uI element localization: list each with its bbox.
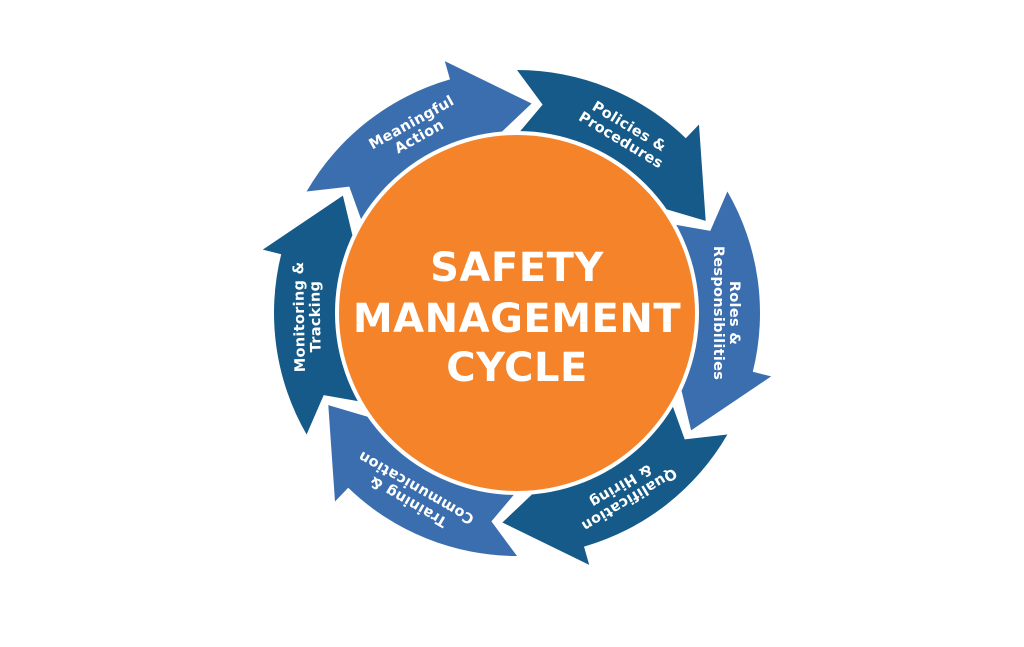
cycle-arrow-5 bbox=[328, 405, 517, 556]
cycle-label-line: Monitoring & bbox=[291, 261, 309, 372]
cycle-arrow-2 bbox=[517, 70, 706, 221]
cycle-arrow-3 bbox=[671, 191, 772, 431]
center-title-line-3: CYCLE bbox=[446, 345, 588, 391]
cycle-arrow-6 bbox=[262, 195, 363, 435]
cycle-label-line: Tracking bbox=[307, 281, 324, 353]
cycle-label-line: Responsibilities bbox=[710, 246, 726, 380]
cycle-label-line: Roles & bbox=[726, 281, 742, 345]
cycle-arrow-4 bbox=[502, 402, 728, 565]
cycle-label-3: Roles &Responsibilities bbox=[710, 246, 742, 380]
center-title-line-1: SAFETY bbox=[430, 245, 604, 291]
center-title: SAFETY MANAGEMENT CYCLE bbox=[353, 245, 681, 391]
center-circle bbox=[335, 131, 699, 495]
cycle-arrow-1 bbox=[306, 61, 532, 224]
center-title-line-2: MANAGEMENT bbox=[353, 296, 681, 342]
cycle-arrows bbox=[262, 61, 772, 565]
cycle-label-6: Monitoring &Tracking bbox=[291, 261, 325, 372]
